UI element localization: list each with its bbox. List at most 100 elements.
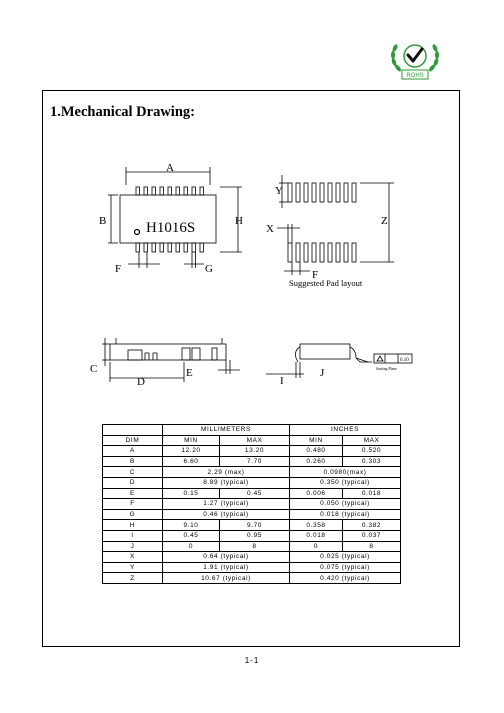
in-max-cell: 0.303 [342,455,402,468]
dim-label-c: C [90,363,97,375]
in-min-cell: 0 [289,540,344,553]
coplanarity-value: 0.10 [400,358,409,363]
mm-max-cell: 13.20 [218,445,291,457]
pad-layout-top-row [287,182,357,203]
dim-label-i: I [280,375,284,387]
dim-label-f: F [115,263,121,275]
mm-max-cell: 9.70 [218,519,291,531]
dim-label-e: E [186,367,193,379]
in-value-cell: 0.018 (typical) [289,508,402,521]
rohs-logo: ROHS [391,44,439,80]
table-column-header: MAX [218,434,291,447]
mm-min-cell: 0.45 [162,529,220,542]
dim-cell: F [102,498,163,510]
mm-value-cell: 0.64 (typical) [161,551,291,563]
dim-label-d: D [137,376,145,388]
table-header-blank [102,424,163,436]
dim-label-g: G [205,263,213,275]
mm-max-cell: 0.95 [218,529,291,542]
table-column-header: MIN [289,434,344,447]
dim-cell: D [102,476,163,489]
dim-label-x: X [266,223,274,235]
mm-value-cell: 10.67 (typical) [161,572,291,584]
table-column-header: MAX [342,434,402,447]
part-label: H1016S [146,220,195,236]
page-number: 1-1 [244,656,260,665]
in-min-cell: 0.358 [289,519,344,531]
mm-value-cell: 1.91 (typical) [161,561,291,574]
in-max-cell: 0.382 [342,519,402,531]
dim-label-f-pad: F [312,269,318,281]
mm-min-cell: 12.20 [162,445,220,457]
top-view-pins-bottom [135,242,204,253]
mm-max-cell: 8 [218,540,291,553]
dim-label-b: B [99,215,106,227]
coplanarity-frame [373,353,413,364]
in-min-cell: 0.018 [289,529,344,542]
dim-cell: I [102,529,163,542]
table-column-header: DIM [102,434,163,447]
in-max-cell: 0.037 [342,529,402,542]
dim-cell: G [102,508,163,521]
in-min-cell: 0.006 [289,487,344,500]
mm-value-cell: 2.29 (max) [161,466,291,478]
mm-value-cell: 8.89 (typical) [161,476,291,489]
in-min-cell: 0.480 [289,445,344,457]
in-min-cell: 0.260 [289,455,344,468]
in-max-cell: 0.520 [342,445,402,457]
pin1-marker [133,228,141,236]
dim-label-h: H [235,215,243,227]
dim-cell: C [102,466,163,478]
in-value-cell: 0.0980(max) [289,466,402,478]
mm-min-cell: 6.60 [162,455,220,468]
dim-label-y: Y [275,185,283,197]
side-view-body [109,343,227,361]
table-column-header: MIN [162,434,220,447]
in-value-cell: 0.075 (typical) [289,561,402,574]
in-value-cell: 0.025 (typical) [289,551,402,563]
side-view-leads [127,347,218,361]
dim-cell: Y [102,561,163,574]
dim-cell: B [102,455,163,468]
in-max-cell: 8 [342,540,402,553]
mm-value-cell: 1.27 (typical) [161,498,291,510]
mm-max-cell: 7.70 [218,455,291,468]
mm-min-cell: 0.15 [162,487,220,500]
dim-cell: J [102,540,163,553]
mm-value-cell: 0.46 (typical) [161,508,291,521]
dim-label-a: A [166,162,174,174]
dim-cell: H [102,519,163,531]
in-value-cell: 0.420 (typical) [289,572,402,584]
rohs-text: ROHS [406,73,423,79]
in-value-cell: 0.350 (typical) [289,476,402,489]
dim-label-j: J [320,367,325,379]
mm-min-cell: 0 [162,540,220,553]
dim-cell: X [102,551,163,563]
end-view-body [299,343,351,360]
mm-max-cell: 0.45 [218,487,291,500]
dim-cell: A [102,445,163,457]
table-group-header: INCHES [289,424,402,436]
in-max-cell: 0.018 [342,487,402,500]
seating-plane-note: Seating Plane [376,367,397,371]
section-title: 1.Mechanical Drawing: [50,104,195,120]
table-group-header: MILLIMETERS [161,424,291,436]
